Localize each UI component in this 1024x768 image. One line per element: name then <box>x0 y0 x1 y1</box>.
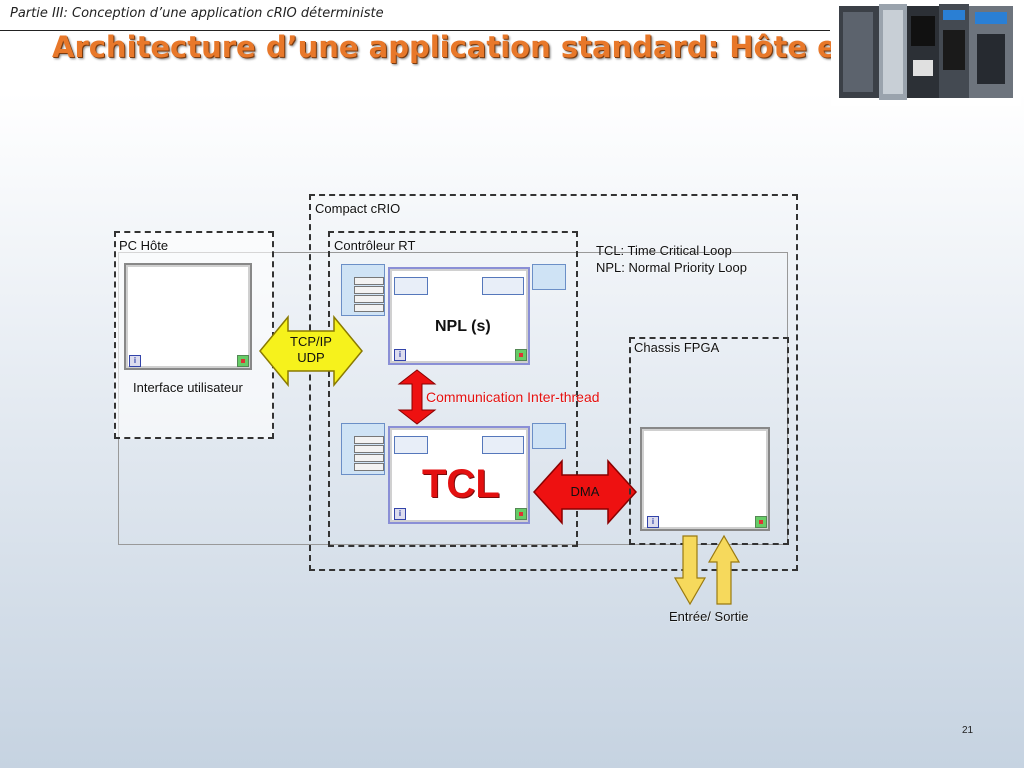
tcl-loop-panel: i <box>388 426 530 524</box>
tcl-output-strip <box>532 423 566 449</box>
info-icon: i <box>394 349 406 361</box>
crio-hardware-photo <box>831 0 1021 106</box>
tcp-ip-arrow <box>259 315 363 387</box>
compact-crio-box <box>309 194 798 571</box>
info-icon: i <box>647 516 659 528</box>
info-icon: i <box>129 355 141 367</box>
info-icon: i <box>394 508 406 520</box>
io-label: Entrée/ Sortie <box>669 609 749 624</box>
npl-output-strip <box>532 264 566 290</box>
tcl-mini-indicator <box>482 436 524 454</box>
user-interface-panel: i <box>124 263 252 370</box>
tcp-ip-label: TCP/IP <box>290 334 332 349</box>
npl-loop-panel: i <box>388 267 530 365</box>
udp-label: UDP <box>297 350 325 365</box>
breadcrumb: Partie III: Conception d’une application… <box>10 6 384 21</box>
legend-npl: NPL: Normal Priority Loop <box>596 260 747 275</box>
dma-arrow <box>532 459 638 525</box>
rt-controller-label: Contrôleur RT <box>334 238 416 253</box>
page-number: 21 <box>962 725 974 736</box>
tcl-mini-control <box>394 436 428 454</box>
io-arrows <box>674 534 740 606</box>
error-icon <box>755 516 767 528</box>
compact-crio-label: Compact cRIO <box>315 201 401 216</box>
slide-title: Architecture d’une application standard:… <box>52 30 950 64</box>
rt-controller-box <box>328 231 578 547</box>
error-icon <box>237 355 249 367</box>
pc-host-label: PC Hôte <box>119 238 169 253</box>
inter-thread-arrow <box>397 369 437 425</box>
fpga-panel: i <box>640 427 770 531</box>
error-icon <box>515 508 527 520</box>
legend-tcl: TCL: Time Critical Loop <box>596 243 732 258</box>
fpga-chassis-label: Chassis FPGA <box>634 340 720 355</box>
npl-timing-strip <box>341 264 385 316</box>
npl-title: NPL (s) <box>435 318 491 335</box>
user-interface-caption: Interface utilisateur <box>133 380 243 395</box>
header-divider <box>0 30 830 31</box>
npl-mini-control <box>394 277 428 295</box>
error-icon <box>515 349 527 361</box>
communication-label: Communication Inter-thread <box>426 389 600 405</box>
tcl-title: TCL <box>422 462 500 506</box>
npl-mini-indicator <box>482 277 524 295</box>
fpga-chassis-box <box>629 337 789 545</box>
dma-label: DMA <box>570 484 600 499</box>
tcl-timing-strip <box>341 423 385 475</box>
